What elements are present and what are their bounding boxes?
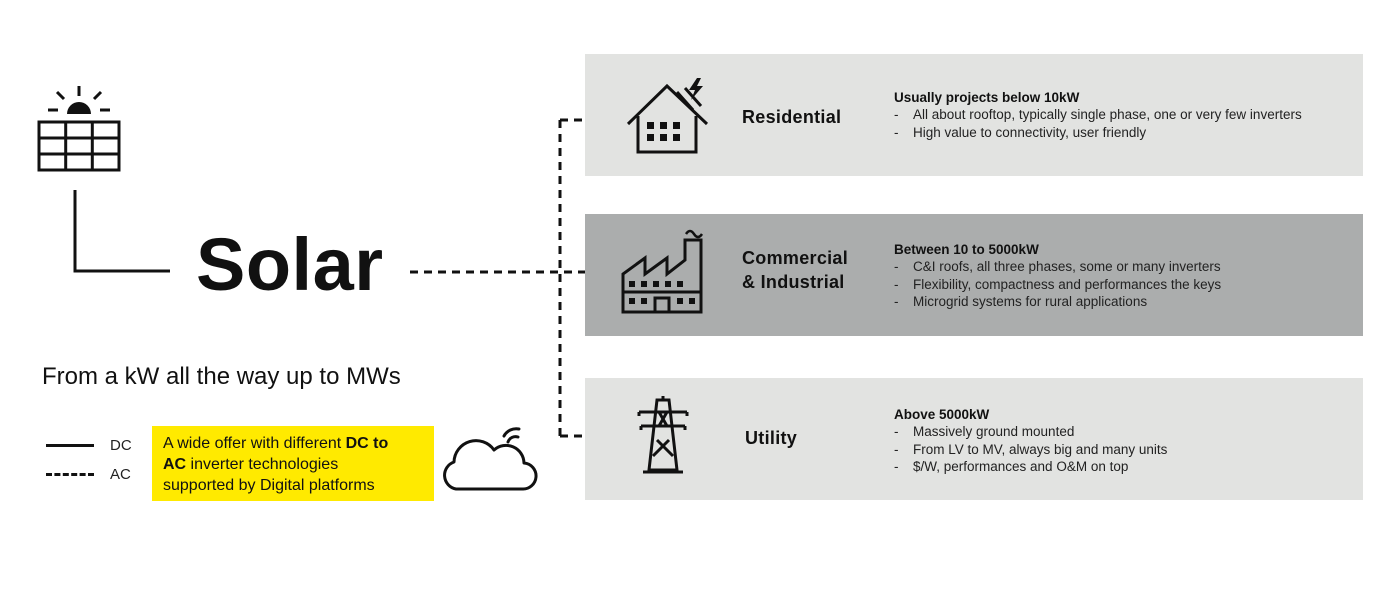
solar-panel-icon: [37, 86, 121, 172]
callout-text-1: A wide offer with different: [163, 435, 346, 452]
utility-bullets: -Massively ground mounted -From LV to MV…: [894, 423, 1354, 476]
dc-connector-line: [73, 190, 170, 273]
list-item: -High value to connectivity, user friend…: [894, 124, 1147, 140]
factory-icon: [621, 229, 704, 314]
callout-text-3: supported by Digital platforms: [163, 477, 375, 494]
list-item: -C&I roofs, all three phases, some or ma…: [894, 259, 1221, 274]
legend-ac-label: AC: [110, 466, 131, 483]
legend-dc-label: DC: [110, 437, 132, 454]
residential-panel: Residential Usually projects below 10kW …: [585, 54, 1363, 176]
utility-label: Utility: [745, 428, 798, 448]
utility-panel: Utility Above 5000kW -Massively ground m…: [585, 378, 1363, 500]
list-item: -All about rooftop, typically single pha…: [894, 107, 1302, 122]
commercial-industrial-info: Between 10 to 5000kW -C&I roofs, all thr…: [894, 241, 1354, 311]
commercial-industrial-label: Commercial & Industrial: [742, 246, 848, 294]
house-icon: [626, 78, 709, 154]
residential-heading: Usually projects below 10kW: [894, 90, 1080, 105]
transmission-tower-icon: [637, 396, 689, 474]
legend-ac: AC: [46, 466, 131, 483]
callout-text-2: inverter technologies: [186, 456, 339, 473]
list-item: -From LV to MV, always big and many unit…: [894, 441, 1168, 457]
commercial-label-line-2: & Industrial: [742, 272, 845, 292]
callout-bold-1: DC to: [345, 435, 389, 452]
legend-dc: DC: [46, 437, 132, 454]
cloud-wifi-icon: [443, 427, 538, 491]
residential-info: Usually projects below 10kW -All about r…: [894, 89, 1354, 141]
residential-label: Residential: [742, 107, 842, 127]
utility-heading: Above 5000kW: [894, 407, 990, 422]
solar-subtitle: From a kW all the way up to MWs: [42, 363, 401, 390]
list-item: -Massively ground mounted: [894, 424, 1075, 439]
callout-bold-2: AC: [163, 456, 187, 473]
utility-info: Above 5000kW -Massively ground mounted -…: [894, 406, 1354, 476]
commercial-industrial-panel: Commercial & Industrial Between 10 to 50…: [585, 214, 1363, 336]
commercial-industrial-bullets: -C&I roofs, all three phases, some or ma…: [894, 258, 1354, 311]
legend-solid-line: [46, 444, 94, 447]
residential-bullets: -All about rooftop, typically single pha…: [894, 106, 1354, 141]
legend-dashed-line: [46, 473, 94, 476]
commercial-industrial-heading: Between 10 to 5000kW: [894, 242, 1039, 257]
list-item: -Microgrid systems for rural application…: [894, 294, 1148, 309]
list-item: -$/W, performances and O&M on top: [894, 459, 1129, 474]
offer-callout: A wide offer with different DC to AC inv…: [152, 426, 434, 501]
list-item: -Flexibility, compactness and performanc…: [894, 276, 1222, 292]
commercial-label-line-1: Commercial: [742, 248, 849, 268]
solar-title: Solar: [196, 223, 384, 306]
